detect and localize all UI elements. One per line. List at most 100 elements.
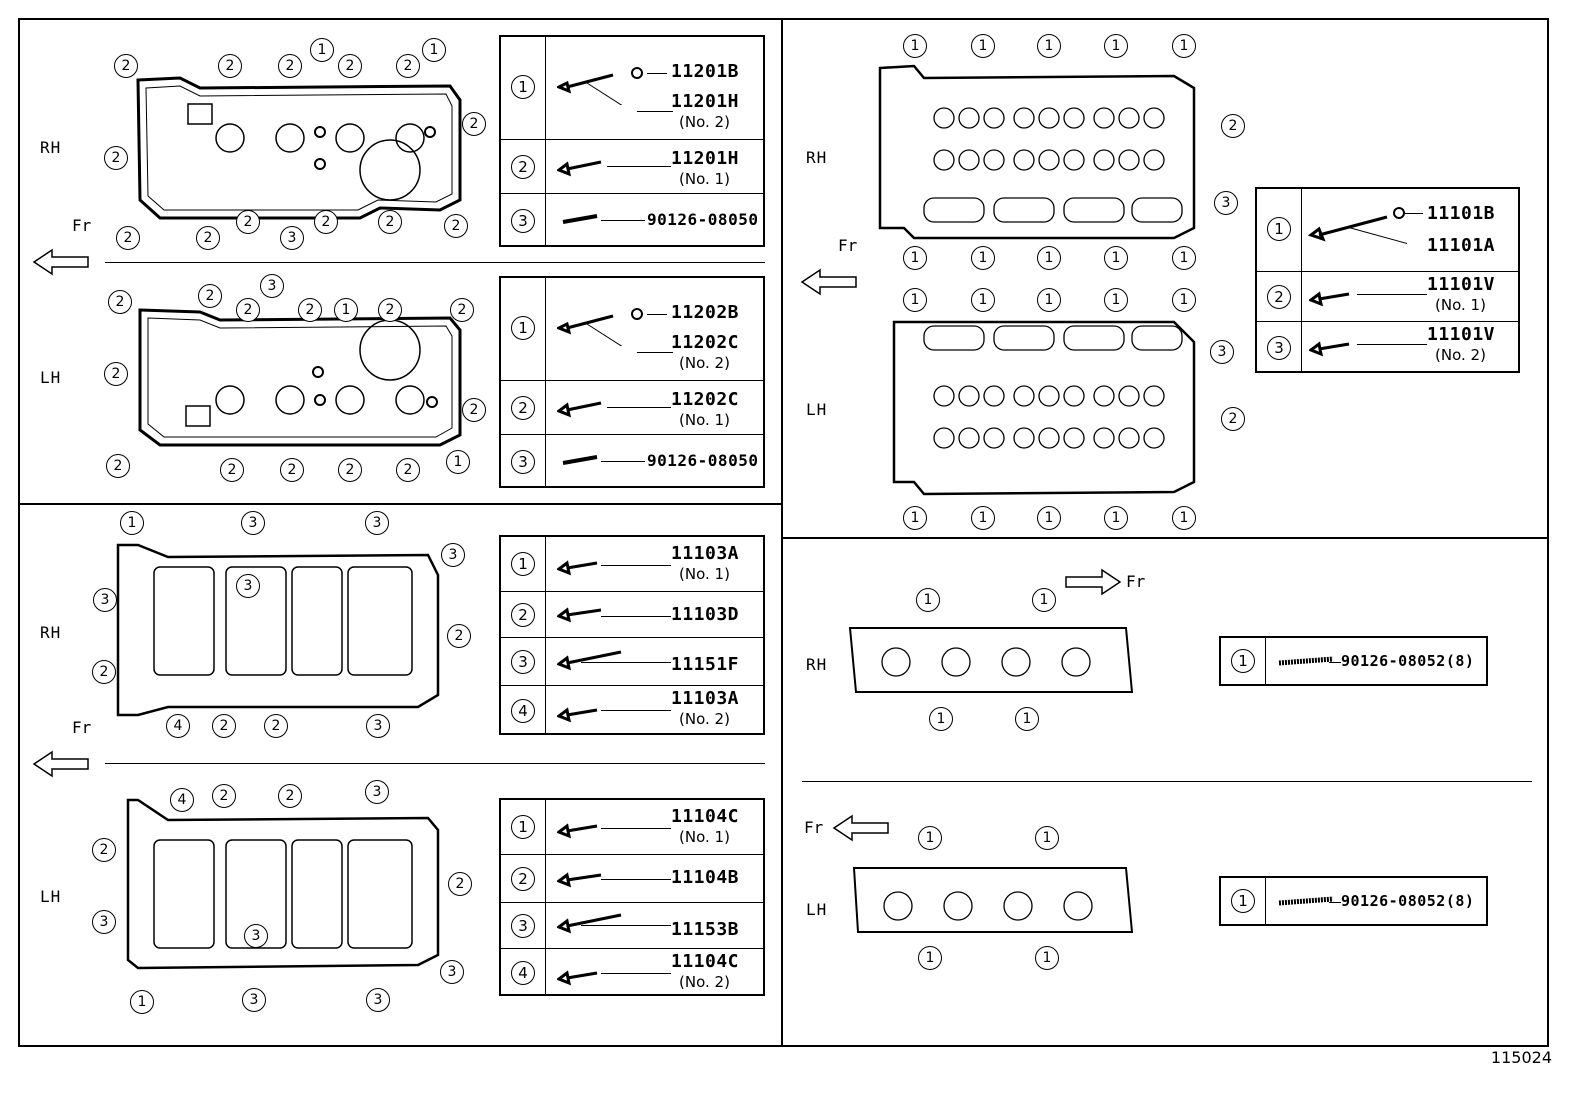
callout: 2 xyxy=(314,210,338,234)
label-lh-stud: LH xyxy=(806,900,828,919)
label-rh-head: RH xyxy=(806,148,828,167)
callout: 2 xyxy=(278,784,302,808)
legend-row: 1 11101B 11101A xyxy=(1257,189,1518,271)
callout: 3 xyxy=(440,960,464,984)
callout: 3 xyxy=(1214,191,1238,215)
callout: 3 xyxy=(92,910,116,934)
legend-cam-housing-rh: 1 11103A (No. 1) 2 11103D 3 11151F 4 111… xyxy=(499,535,765,735)
callout: 2 xyxy=(448,872,472,896)
callout: 2 xyxy=(396,54,420,78)
legend-row: 3 11153B xyxy=(501,902,763,949)
legend-row: 1 11104C (No. 1) xyxy=(501,800,763,854)
callout: 1 xyxy=(1172,506,1196,530)
callout: 3 xyxy=(244,924,268,948)
callout: 3 xyxy=(366,714,390,738)
callout: 2 xyxy=(462,112,486,136)
front-arrow-left-icon xyxy=(32,750,89,778)
callout: 1 xyxy=(1032,588,1056,612)
callout: 2 xyxy=(1221,114,1245,138)
cylinder-head-rh-diagram xyxy=(878,64,1196,240)
callout: 1 xyxy=(130,990,154,1014)
callout: 1 xyxy=(1037,34,1061,58)
thin-separator-lower xyxy=(105,763,765,764)
label-lh-cam: LH xyxy=(40,368,62,387)
callout: 2 xyxy=(236,210,260,234)
bolt-icon xyxy=(557,401,602,418)
callout: 1 xyxy=(903,34,927,58)
diagram-id: 115024 xyxy=(1490,1048,1552,1067)
callout: 1 xyxy=(446,450,470,474)
callout: 4 xyxy=(166,714,190,738)
diagram-frame xyxy=(18,18,1549,1047)
front-arrow-left-icon xyxy=(32,248,89,276)
callout: 2 xyxy=(396,458,420,482)
cam-housing-rh-diagram xyxy=(116,543,440,717)
callout: 1 xyxy=(903,246,927,270)
callout: 1 xyxy=(918,946,942,970)
legend-row: 4 11104C (No. 2) xyxy=(501,948,763,997)
fr-label-stud-lh: Fr xyxy=(804,818,824,837)
legend-row: 2 11202C (No. 1) xyxy=(501,380,763,435)
bolt-icon xyxy=(557,607,602,623)
callout: 1 xyxy=(918,826,942,850)
callout: 3 xyxy=(365,780,389,804)
callout: 2 xyxy=(108,290,132,314)
callout: 2 xyxy=(444,214,468,238)
callout: 2 xyxy=(447,624,471,648)
callout: 1 xyxy=(1172,288,1196,312)
thin-separator-stud xyxy=(802,781,1532,782)
callout: 1 xyxy=(1037,288,1061,312)
callout: 2 xyxy=(298,298,322,322)
callout: 4 xyxy=(170,788,194,812)
bolt-icon xyxy=(1309,291,1350,307)
legend-row: 3 11101V (No. 2) xyxy=(1257,321,1518,374)
legend-row: 1 11103A (No. 1) xyxy=(501,537,763,591)
front-arrow-right-icon xyxy=(1065,568,1122,596)
bolt-icon xyxy=(1309,341,1350,357)
bolt-icon xyxy=(557,872,602,888)
legend-row: 4 11103A (No. 2) xyxy=(501,685,763,736)
callout: 2 xyxy=(198,284,222,308)
bolt-icon xyxy=(557,707,598,723)
legend-row: 2 11201H (No. 1) xyxy=(501,139,763,194)
callout: 1 xyxy=(1104,246,1128,270)
callout: 1 xyxy=(1015,707,1039,731)
label-rh-cam: RH xyxy=(40,138,62,157)
callout: 1 xyxy=(971,506,995,530)
callout: 1 xyxy=(1104,288,1128,312)
bolt-icon xyxy=(557,160,602,177)
bolt-icon xyxy=(557,823,598,839)
head-side-rh-diagram xyxy=(848,627,1134,693)
bolt-icon xyxy=(557,970,598,986)
callout: 3 xyxy=(241,511,265,535)
fr-label-stud-rh: Fr xyxy=(1126,572,1146,591)
callout: 1 xyxy=(903,506,927,530)
callout: 2 xyxy=(236,298,260,322)
callout: 2 xyxy=(92,838,116,862)
callout: 3 xyxy=(236,574,260,598)
callout: 3 xyxy=(242,988,266,1012)
legend-stud-lh: 1 90126-08052(8) xyxy=(1219,876,1488,926)
callout: 1 xyxy=(120,511,144,535)
callout: 2 xyxy=(104,146,128,170)
callout: 2 xyxy=(114,54,138,78)
right-horizontal-divider xyxy=(782,537,1549,539)
callout: 1 xyxy=(971,246,995,270)
legend-stud-rh: 1 90126-08052(8) xyxy=(1219,636,1488,686)
callout: 2 xyxy=(378,298,402,322)
bolt-with-washer-icon xyxy=(1307,207,1407,245)
callout: 1 xyxy=(971,288,995,312)
callout: 2 xyxy=(264,714,288,738)
legend-row: 3 90126-08050 xyxy=(501,434,763,489)
callout: 3 xyxy=(1210,340,1234,364)
legend-cylinder-head: 1 11101B 11101A 2 11101V (No. 1) 3 11101… xyxy=(1255,187,1520,373)
callout: 2 xyxy=(338,458,362,482)
front-arrow-left-icon xyxy=(800,268,857,296)
callout: 2 xyxy=(116,226,140,250)
callout: 3 xyxy=(365,511,389,535)
stud-bolt-icon xyxy=(562,214,598,224)
label-rh-lower: RH xyxy=(40,623,62,642)
callout: 2 xyxy=(378,210,402,234)
legend-row: 1 11202B 11202C (No. 2) xyxy=(501,278,763,380)
callout: 1 xyxy=(929,707,953,731)
